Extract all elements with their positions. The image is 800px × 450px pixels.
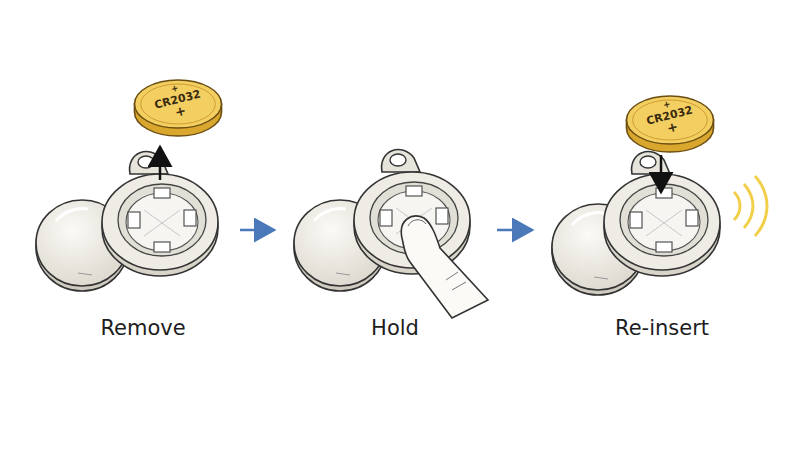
- step-label: Re-insert: [615, 316, 709, 340]
- battery-text: +: [666, 120, 680, 136]
- step-label: Hold: [371, 316, 419, 340]
- coin-cell-battery: +CR2032+: [624, 94, 716, 154]
- coin-cell-battery: +CR2032+: [132, 78, 224, 138]
- battery-text: +: [174, 104, 188, 120]
- step-label: Remove: [100, 316, 185, 340]
